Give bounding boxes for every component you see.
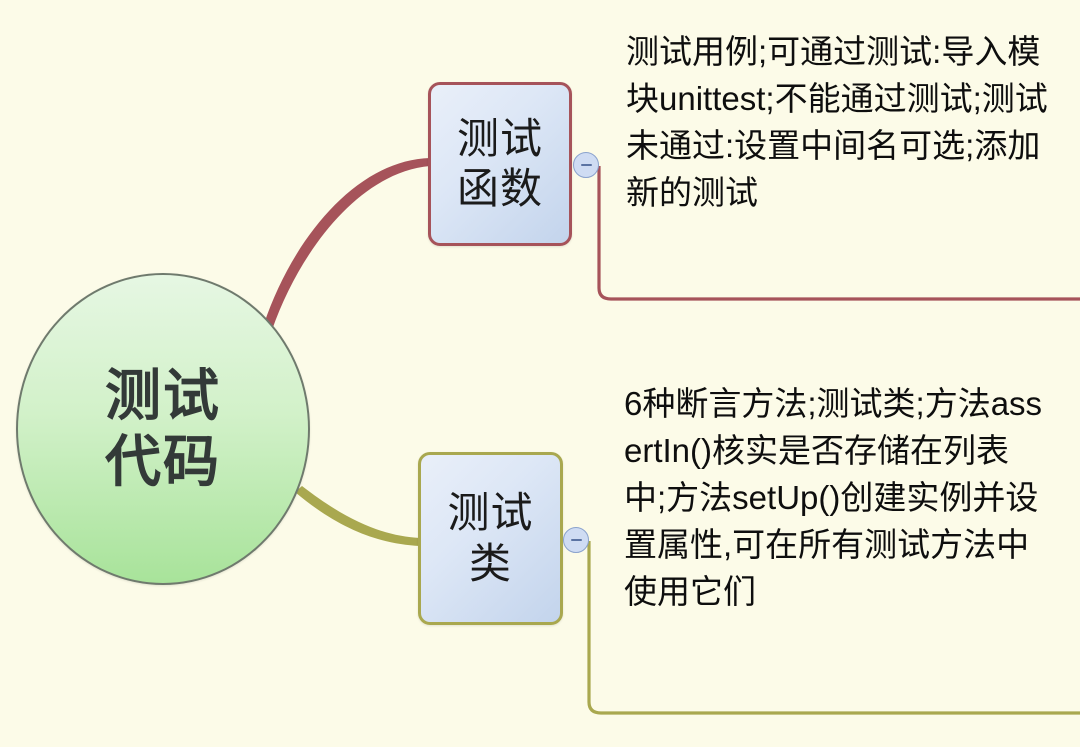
root-node-label-line2: 代码	[105, 430, 221, 493]
branch-node-label-line2: 类	[468, 539, 512, 587]
collapse-toggle-branch-1[interactable]	[573, 152, 599, 178]
leaf-text-test-class[interactable]: 6种断言方法;测试类;方法assertIn()核实是否存储在列表中;方法setU…	[624, 385, 1043, 610]
minus-icon	[580, 164, 592, 166]
branch-node-label: 测试 函数	[457, 114, 543, 215]
connector-root-to-branch-1	[264, 158, 430, 330]
leaf-text-test-functions[interactable]: 测试用例;可通过测试:导入模块unittest;不能通过测试;测试未通过:设置中…	[626, 33, 1048, 211]
branch-node-label: 测试 类	[447, 488, 533, 589]
branch-node-test-functions[interactable]: 测试 函数	[428, 82, 572, 246]
collapse-toggle-branch-2[interactable]	[563, 527, 589, 553]
root-node[interactable]: 测试 代码	[16, 273, 310, 585]
minus-icon	[570, 539, 582, 541]
root-node-label: 测试 代码	[105, 363, 221, 495]
branch-node-label-line1: 测试	[447, 489, 534, 537]
connector-root-to-branch-2	[295, 486, 420, 546]
branch-node-label-line2: 函数	[456, 165, 543, 212]
branch-node-test-class[interactable]: 测试 类	[418, 452, 563, 625]
root-node-label-line1: 测试	[105, 363, 221, 427]
branch-node-label-line1: 测试	[456, 114, 543, 162]
